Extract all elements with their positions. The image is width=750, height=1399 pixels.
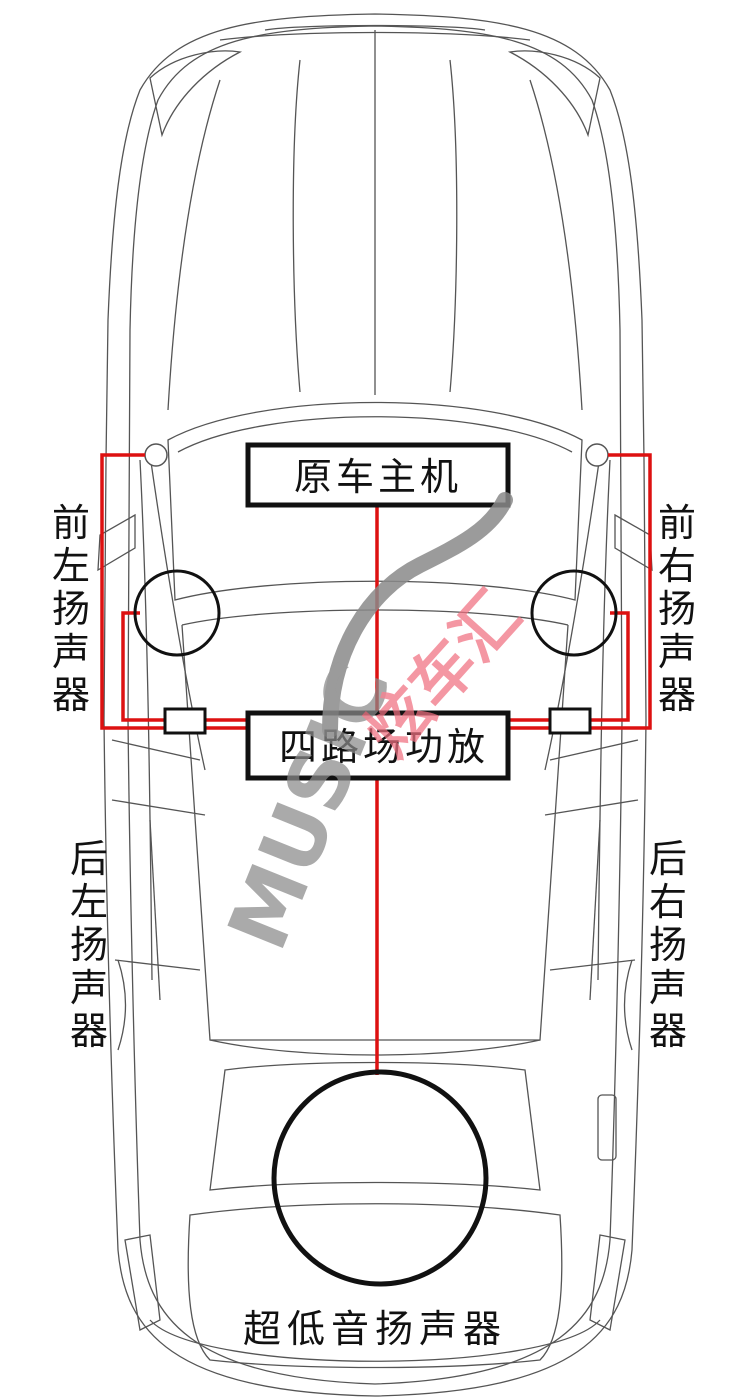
headlight-left [149, 50, 243, 138]
rear-left-speaker-box [163, 707, 207, 735]
head-unit-box [245, 442, 511, 508]
door-line-left-1 [111, 739, 201, 761]
b-pillar-left [149, 819, 161, 1001]
amplifier: 四路场功放 [245, 710, 511, 781]
taillight-left [124, 1234, 161, 1331]
rear-window [209, 1061, 541, 1191]
rear-right-label: 后 右 扬 声 器 [648, 837, 687, 1053]
side-glass-right [597, 459, 611, 981]
door-line-left-2 [111, 799, 206, 816]
hood-line-left [292, 59, 301, 393]
pivot-right [585, 443, 609, 467]
front-left-label: 前 左 扬 声 器 [51, 501, 90, 717]
amplifier-label: 四路场功放 [279, 725, 489, 769]
front-grille [264, 24, 486, 31]
head-unit: 原车主机 [245, 442, 511, 508]
mirror-left [97, 513, 136, 572]
rear-right-speaker-box [548, 707, 592, 735]
headlight-right [507, 50, 601, 138]
windshield-inner [177, 416, 573, 453]
subwoofer-label: 超低音扬声器 [242, 1307, 507, 1351]
car-body-outline [103, 13, 647, 1397]
front-right-speaker [530, 569, 618, 657]
pivot-left [144, 443, 168, 467]
trunk-lid [187, 1203, 563, 1369]
hood-line-right2 [529, 79, 583, 411]
hood-line-right [449, 59, 458, 393]
rear-bumper [149, 1319, 601, 1362]
head-unit-label: 原车主机 [294, 455, 462, 499]
windshield [167, 401, 583, 601]
watermark-swoosh [322, 492, 513, 738]
door-line-right-1 [549, 739, 639, 761]
front-right-label: 前 右 扬 声 器 [657, 501, 696, 717]
rear-left-label: 后 左 扬 声 器 [69, 837, 108, 1053]
mirror-right [614, 513, 653, 572]
roof-rear [209, 1039, 541, 1056]
taillight-right [589, 1234, 626, 1331]
amplifier-box [245, 710, 511, 781]
door-line-right-2 [544, 799, 639, 816]
hood-line-left2 [167, 79, 221, 411]
side-glass-left [139, 459, 153, 981]
front-left-speaker [133, 569, 221, 657]
fender-right [623, 959, 633, 1051]
front-bumper-line [219, 31, 531, 41]
side-detail-right [597, 1094, 617, 1161]
b-pillar-right [589, 819, 601, 1001]
car-body-inner [127, 25, 623, 1385]
fender-left [117, 959, 127, 1051]
subwoofer-speaker [271, 1069, 489, 1287]
